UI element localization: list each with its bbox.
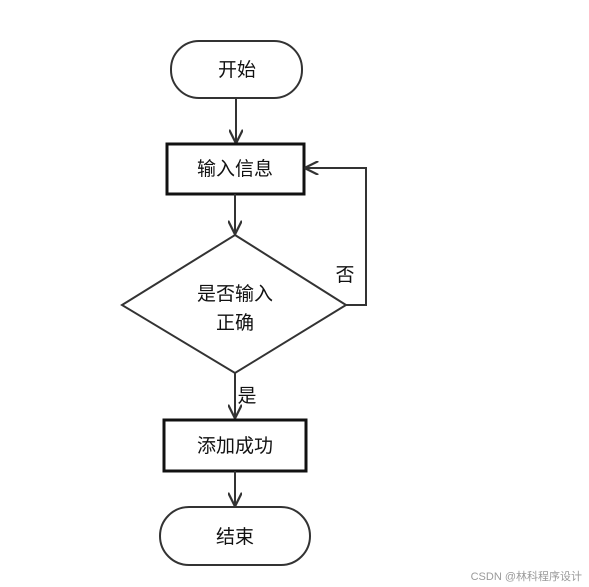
success-process-box: 添加成功 (162, 418, 308, 473)
start-node: 开始 (170, 40, 303, 99)
end-label: 结束 (216, 526, 254, 548)
decision-label-line1: 是否输入 (197, 283, 273, 305)
input-label: 输入信息 (197, 158, 273, 180)
decision-label-line2: 正确 (216, 312, 254, 334)
end-node: 结束 (159, 506, 311, 566)
start-label: 开始 (218, 59, 256, 81)
arrow-no-loop (306, 168, 367, 306)
decision-diamond: 是否输入 正确 (120, 233, 348, 375)
yes-label: 是 (237, 385, 256, 407)
input-process-box: 输入信息 (165, 142, 306, 196)
success-label: 添加成功 (197, 435, 273, 457)
no-label: 否 (335, 264, 354, 286)
watermark-text: CSDN @林科程序设计 (471, 569, 582, 583)
